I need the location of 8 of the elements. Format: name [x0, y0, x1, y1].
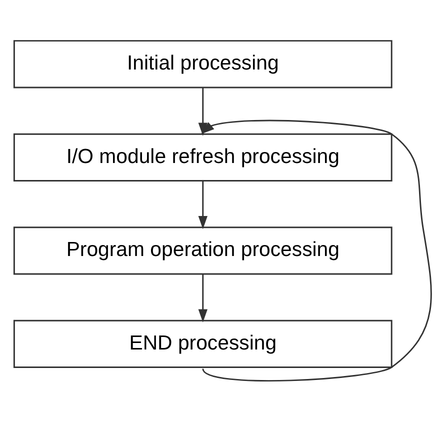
arrow — [201, 119, 432, 381]
arrow — [198, 86, 208, 136]
node-box: Program operation processing — [13, 226, 392, 274]
arrow — [198, 180, 208, 229]
node-box: Initial processing — [13, 40, 392, 88]
arrow — [198, 274, 208, 322]
node-box: END processing — [13, 319, 392, 368]
node-box: I/O module refresh processing — [13, 132, 392, 181]
